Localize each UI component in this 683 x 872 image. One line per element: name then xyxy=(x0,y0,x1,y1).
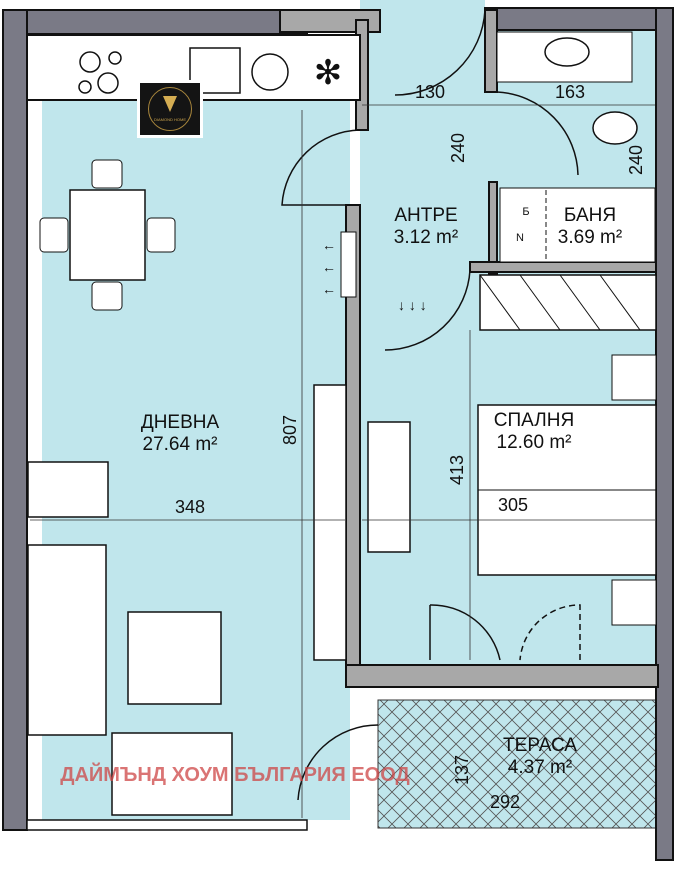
dimension-240-bath: 240 xyxy=(626,144,646,176)
chair xyxy=(146,217,176,253)
bath-top-wall xyxy=(484,7,674,31)
room-name: ДНЕВНА xyxy=(140,412,220,433)
chair xyxy=(91,281,123,311)
sofa-chaise xyxy=(27,461,109,518)
wardrobe-pattern xyxy=(479,274,641,331)
living-door-arc xyxy=(297,724,379,801)
bath-left-wall xyxy=(484,9,498,93)
room-area: 3.69 m² xyxy=(557,227,623,248)
hall-label: АНТРЕ 3.12 m² xyxy=(394,205,458,249)
fridge-snowflake-icon: ✻ xyxy=(314,54,343,92)
hall-door-arc xyxy=(281,129,361,206)
stove-burner xyxy=(97,72,119,94)
nightstand xyxy=(611,354,657,401)
shower xyxy=(499,187,656,263)
bath-door-arc xyxy=(496,91,579,176)
chair xyxy=(91,159,123,189)
washer-icon xyxy=(251,53,289,91)
hall-wardrobe xyxy=(340,231,357,298)
bedroom-bottom-wall xyxy=(345,664,659,688)
bath-bottom-wall xyxy=(469,261,661,273)
terrace-door-arc-2 xyxy=(519,604,581,661)
entry-door-arc xyxy=(394,9,486,96)
dimension-130: 130 xyxy=(414,82,446,102)
room-name: ТЕРАСА xyxy=(503,735,577,756)
room-name: СПАЛНЯ xyxy=(493,410,575,431)
company-logo: DIAMOND HOME xyxy=(137,80,203,138)
room-area: 27.64 m² xyxy=(142,434,218,455)
bottom-wall xyxy=(26,819,308,831)
bath-lower-left-wall xyxy=(488,181,498,275)
arrow-left-icon: ← xyxy=(322,281,336,297)
armchairs xyxy=(111,732,233,816)
arrow-left-icon: ← xyxy=(322,237,336,253)
room-area: 4.37 m² xyxy=(507,757,573,778)
arrow-left-icon: ← xyxy=(322,259,336,275)
coffee-table xyxy=(127,611,222,705)
logo-ring xyxy=(148,87,192,131)
bath-fixture-label-b: Б xyxy=(522,206,530,218)
stove-icon xyxy=(79,51,101,73)
chair xyxy=(39,217,69,253)
bedroom-desk xyxy=(367,421,411,553)
dimension-137: 137 xyxy=(452,754,472,786)
logo-text: DIAMOND HOME xyxy=(154,117,186,122)
dimension-305: 305 xyxy=(497,495,529,515)
arrow-down-icon: ↓ ↓ ↓ xyxy=(398,297,427,313)
top-wall xyxy=(26,9,308,35)
dimension-240-hall: 240 xyxy=(448,132,468,164)
sink-icon xyxy=(544,37,590,67)
stove-burner xyxy=(78,80,92,94)
dimension-163: 163 xyxy=(554,82,586,102)
bath-label: БАНЯ 3.69 m² xyxy=(558,205,622,249)
toilet-icon xyxy=(592,111,638,145)
nightstand xyxy=(611,579,657,626)
room-name: БАНЯ xyxy=(563,205,617,226)
stove-burner xyxy=(108,51,122,65)
room-area: 12.60 m² xyxy=(496,432,572,453)
dimension-292: 292 xyxy=(489,792,521,812)
watermark: ДАЙМЪНД ХОУМ БЪЛГАРИЯ ЕООД xyxy=(60,764,410,786)
terrace-door-arc xyxy=(429,604,501,661)
bath-fixture-label-n: N xyxy=(516,232,524,244)
room-name: АНТРЕ xyxy=(394,205,458,226)
bedroom-door-arc xyxy=(384,269,471,351)
terrace-label: ТЕРАСА 4.37 m² xyxy=(503,735,577,779)
sofa xyxy=(27,544,107,736)
dining-table xyxy=(69,189,146,281)
dimension-413: 413 xyxy=(447,454,467,486)
right-wall xyxy=(655,7,674,861)
sink-icon xyxy=(189,47,241,94)
bedroom-label: СПАЛНЯ 12.60 m² xyxy=(494,410,574,454)
living-room-label: ДНЕВНА 27.64 m² xyxy=(141,412,219,456)
diamond-icon xyxy=(163,96,177,112)
dimension-348: 348 xyxy=(174,497,206,517)
room-area: 3.12 m² xyxy=(393,227,459,248)
dimension-807: 807 xyxy=(280,414,300,446)
tv-cabinet xyxy=(313,384,347,661)
bedroom-wardrobe xyxy=(479,274,657,331)
left-wall xyxy=(2,9,28,831)
terrace-floor xyxy=(377,699,657,829)
